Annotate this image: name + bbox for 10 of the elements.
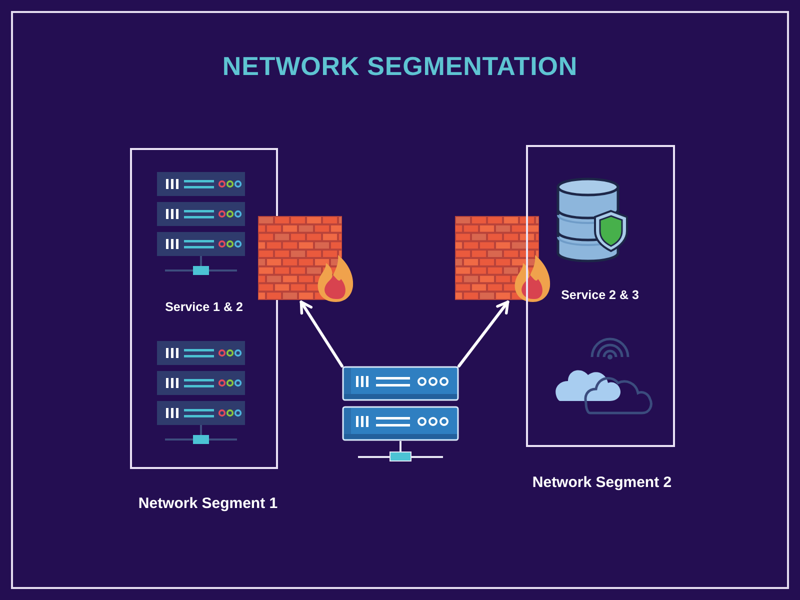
firewall-icon: [455, 214, 551, 302]
arrow: [458, 300, 510, 368]
arrow: [300, 300, 344, 368]
service-label: Service 1 & 2: [165, 299, 243, 315]
server-icon: [342, 366, 459, 462]
firewall-icon: [258, 214, 354, 302]
diagram-title: NETWORK SEGMENTATION: [222, 50, 578, 82]
segment-label: Network Segment 1: [138, 494, 278, 513]
segment-label: Network Segment 2: [532, 473, 672, 492]
service-label: Service 2 & 3: [561, 287, 639, 303]
